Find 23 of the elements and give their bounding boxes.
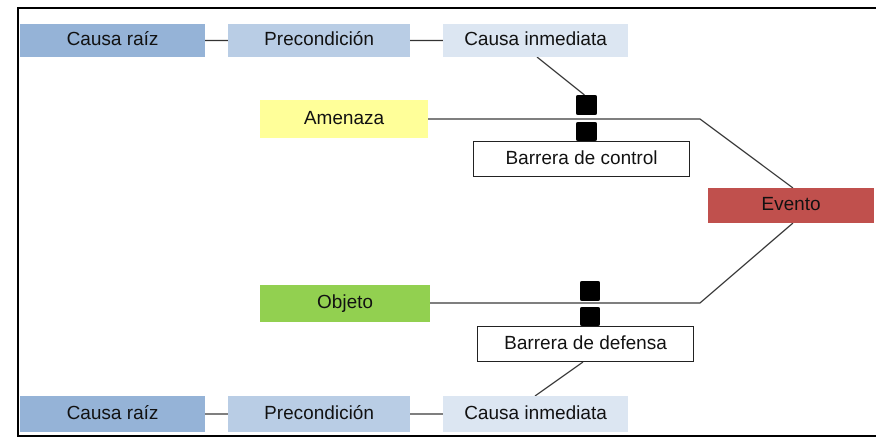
connector-line <box>410 40 443 42</box>
object-box: Objeto <box>260 285 430 322</box>
connector-line <box>205 40 228 42</box>
barrier-box: Barrera de control <box>473 141 690 177</box>
barrier-block <box>580 307 600 326</box>
connector-line <box>534 361 584 397</box>
connector-line <box>410 413 443 415</box>
cause-box: Causa inmediata <box>443 396 628 432</box>
connector-line <box>428 118 794 189</box>
barrier-block <box>576 122 597 141</box>
connector-line <box>536 56 585 96</box>
connector-line <box>205 413 228 415</box>
cause-box: Causa raíz <box>20 396 205 432</box>
barrier-block <box>576 95 597 115</box>
precondition-box: Precondición <box>228 24 410 57</box>
barrier-box: Barrera de defensa <box>477 326 694 362</box>
connector-line <box>430 222 794 304</box>
barrier-block <box>580 281 600 301</box>
cause-box: Causa inmediata <box>443 24 628 57</box>
precondition-box: Precondición <box>228 396 410 432</box>
event-box: Evento <box>708 188 874 223</box>
threat-box: Amenaza <box>260 100 428 138</box>
cause-box: Causa raíz <box>20 24 205 57</box>
